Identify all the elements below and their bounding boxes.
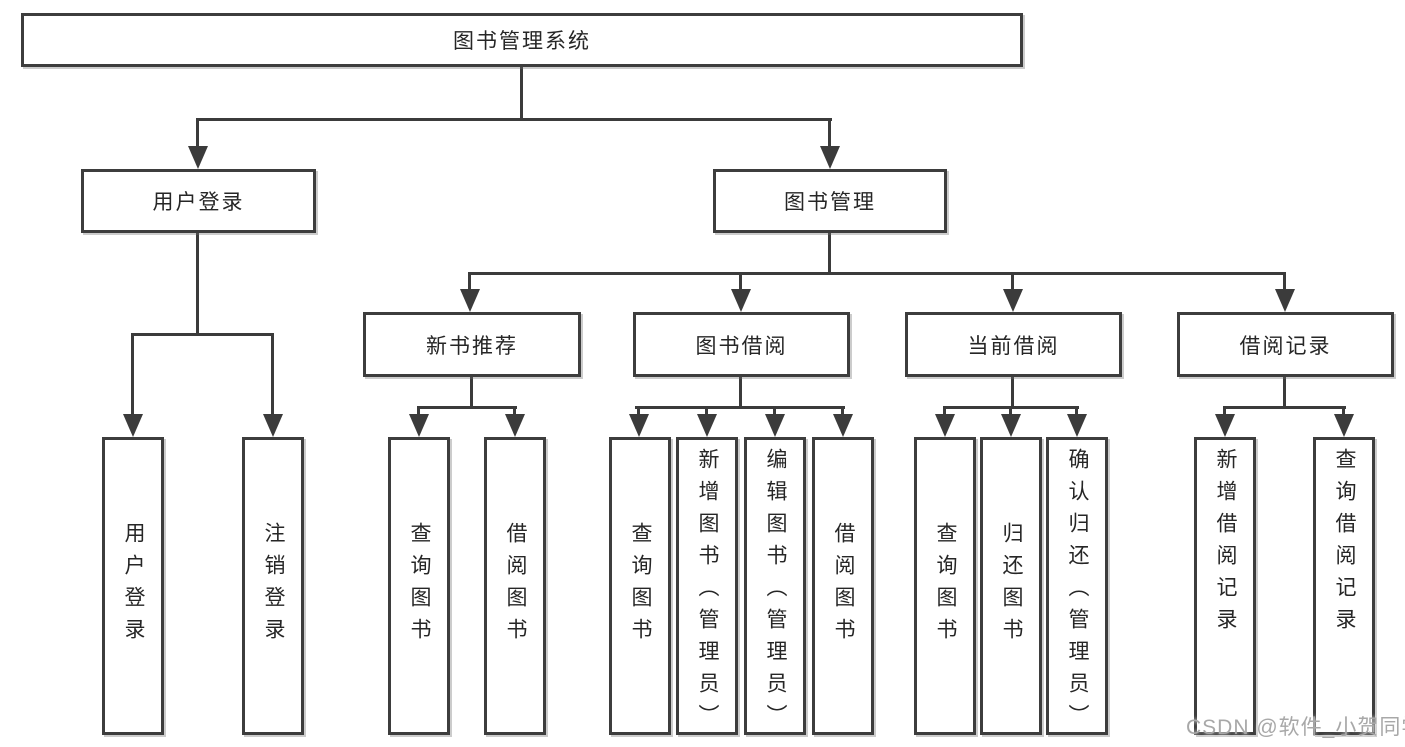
arrowhead-borrow-records xyxy=(1275,289,1295,312)
connector-arrow-stem-leaf-13 xyxy=(1342,406,1345,416)
leaf-borrow-books: 借阅图书 xyxy=(812,437,874,735)
leaf-add-borrow-record: 新增借阅记录 xyxy=(1194,437,1256,735)
connector-arrow-stem-leaf-3 xyxy=(417,406,420,416)
connector-arrow-stem-leaf-7 xyxy=(773,406,776,416)
connector-arrow-stem-leaf-8 xyxy=(841,406,844,416)
connector-arrow-stem-leaf-logout xyxy=(271,333,274,417)
arrowhead-leaf-10 xyxy=(1001,414,1021,437)
arrowhead-book-borrow xyxy=(731,289,751,312)
arrowhead-leaf-6 xyxy=(697,414,717,437)
connector-book-borrow-rail xyxy=(635,406,845,409)
connector-book-management-rail xyxy=(468,272,1286,275)
connector-arrow-stem-book-borrow xyxy=(739,272,742,290)
arrowhead-user-login xyxy=(188,146,208,169)
connector-user-login-stem xyxy=(196,233,199,333)
arrowhead-leaf-9 xyxy=(935,414,955,437)
connector-arrow-stem-book-management xyxy=(828,118,831,150)
leaf-borrow-books-recommend: 借阅图书 xyxy=(484,437,546,735)
connector-arrow-stem-new-book xyxy=(468,272,471,290)
arrowhead-leaf-user-login xyxy=(123,414,143,437)
leaf-query-books-borrow: 查询图书 xyxy=(609,437,671,735)
connector-root-stem xyxy=(520,67,523,118)
leaf-edit-book-admin: 编辑图书（管理员） xyxy=(744,437,806,736)
connector-arrow-stem-leaf-user-login xyxy=(131,333,134,417)
node-new-book-recommend: 新书推荐 xyxy=(363,312,581,377)
arrowhead-current-borrow xyxy=(1003,289,1023,312)
connector-book-management-stem xyxy=(828,233,831,272)
leaf-query-borrow-record: 查询借阅记录 xyxy=(1313,437,1375,735)
node-current-borrow: 当前借阅 xyxy=(905,312,1122,377)
arrowhead-leaf-4 xyxy=(505,414,525,437)
arrowhead-leaf-logout xyxy=(263,414,283,437)
leaf-query-books-recommend: 查询图书 xyxy=(388,437,450,735)
connector-arrow-stem-leaf-6 xyxy=(705,406,708,416)
arrowhead-leaf-8 xyxy=(833,414,853,437)
leaf-user-login: 用户登录 xyxy=(102,437,164,735)
node-book-borrow: 图书借阅 xyxy=(633,312,850,377)
leaf-add-book-admin: 新增图书（管理员） xyxy=(676,437,738,736)
arrowhead-leaf-13 xyxy=(1334,414,1354,437)
connector-arrow-stem-leaf-5 xyxy=(637,406,640,416)
node-borrow-records: 借阅记录 xyxy=(1177,312,1394,377)
connector-root-rail xyxy=(196,118,832,121)
connector-arrow-stem-leaf-12 xyxy=(1223,406,1226,416)
connector-arrow-stem-leaf-4 xyxy=(513,406,516,416)
arrowhead-leaf-12 xyxy=(1215,414,1235,437)
node-library-management-system: 图书管理系统 xyxy=(21,13,1023,67)
arrowhead-new-book-recommend xyxy=(460,289,480,312)
arrowhead-leaf-3 xyxy=(409,414,429,437)
connector-book-borrow-stem xyxy=(739,377,742,406)
connector-borrow-records-stem xyxy=(1283,377,1286,406)
leaf-query-books-current: 查询图书 xyxy=(914,437,976,735)
connector-arrow-stem-current-borrow xyxy=(1011,272,1014,290)
connector-user-login-rail xyxy=(131,333,274,336)
csdn-watermark: CSDN @软件_小贺同学 xyxy=(1186,716,1405,739)
connector-arrow-stem-leaf-10 xyxy=(1009,406,1012,416)
leaf-return-book: 归还图书 xyxy=(980,437,1042,735)
connector-arrow-stem-leaf-9 xyxy=(943,406,946,416)
leaf-confirm-return-admin: 确认归还（管理员） xyxy=(1046,437,1108,736)
connector-arrow-stem-user-login xyxy=(196,118,199,150)
node-user-login: 用户登录 xyxy=(81,169,316,233)
arrowhead-leaf-11 xyxy=(1067,414,1087,437)
leaf-logout: 注销登录 xyxy=(242,437,304,735)
arrowhead-leaf-7 xyxy=(765,414,785,437)
connector-arrow-stem-leaf-11 xyxy=(1075,406,1078,416)
arrowhead-leaf-5 xyxy=(629,414,649,437)
connector-new-book-stem xyxy=(470,377,473,406)
connector-current-borrow-stem xyxy=(1011,377,1014,406)
arrowhead-book-management xyxy=(820,146,840,169)
connector-borrow-records-rail xyxy=(1223,406,1346,409)
connector-arrow-stem-borrow-records xyxy=(1283,272,1286,290)
connector-new-book-rail xyxy=(417,406,517,409)
node-book-management: 图书管理 xyxy=(713,169,947,233)
